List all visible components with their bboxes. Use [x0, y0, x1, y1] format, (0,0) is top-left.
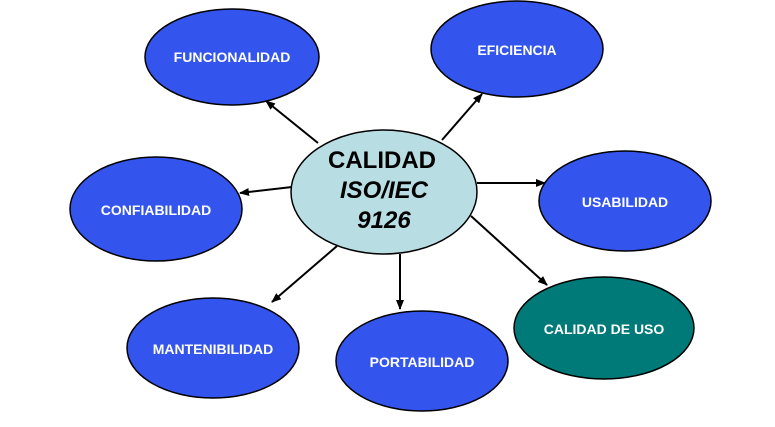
- node-confiabilidad-label: CONFIABILIDAD: [101, 202, 211, 218]
- center-number: 9126: [357, 207, 411, 234]
- arrow-to-calidad-de-uso: [470, 215, 548, 286]
- node-mantenibilidad: MANTENIBILIDAD: [126, 297, 300, 399]
- connectors: [239, 93, 548, 310]
- node-calidad-de-uso: CALIDAD DE USO: [513, 276, 695, 380]
- node-eficiencia: EFICIENCIA: [430, 0, 604, 98]
- center-subtitle: ISO/IEC: [340, 177, 429, 204]
- arrow-to-funcionalidad: [265, 100, 319, 144]
- node-eficiencia-ellipse: [430, 0, 604, 98]
- node-portabilidad: PORTABILIDAD: [335, 310, 509, 412]
- center-node: CALIDAD ISO/IEC 9126: [290, 129, 478, 255]
- node-funcionalidad: FUNCIONALIDAD: [144, 8, 320, 106]
- node-usabilidad-ellipse: [538, 150, 712, 252]
- node-eficiencia-label: EFICIENCIA: [477, 42, 556, 58]
- node-usabilidad: USABILIDAD: [538, 150, 712, 252]
- node-calidad-de-uso-ellipse: [513, 276, 695, 380]
- node-funcionalidad-ellipse: [144, 8, 320, 106]
- node-usabilidad-label: USABILIDAD: [582, 194, 668, 210]
- arrow-to-eficiencia: [441, 93, 483, 141]
- center-ellipse: [290, 129, 478, 255]
- arrow-to-confiabilidad: [239, 186, 293, 196]
- node-funcionalidad-label: FUNCIONALIDAD: [174, 49, 291, 65]
- node-calidad-de-uso-label: CALIDAD DE USO: [544, 321, 665, 337]
- node-confiabilidad-ellipse: [69, 156, 243, 262]
- node-mantenibilidad-label: MANTENIBILIDAD: [153, 341, 274, 357]
- arrow-to-mantenibilidad: [271, 245, 338, 303]
- center-title: CALIDAD: [328, 147, 436, 174]
- node-confiabilidad: CONFIABILIDAD: [69, 156, 243, 262]
- node-portabilidad-ellipse: [335, 310, 509, 412]
- node-portabilidad-label: PORTABILIDAD: [370, 354, 475, 370]
- node-mantenibilidad-ellipse: [126, 297, 300, 399]
